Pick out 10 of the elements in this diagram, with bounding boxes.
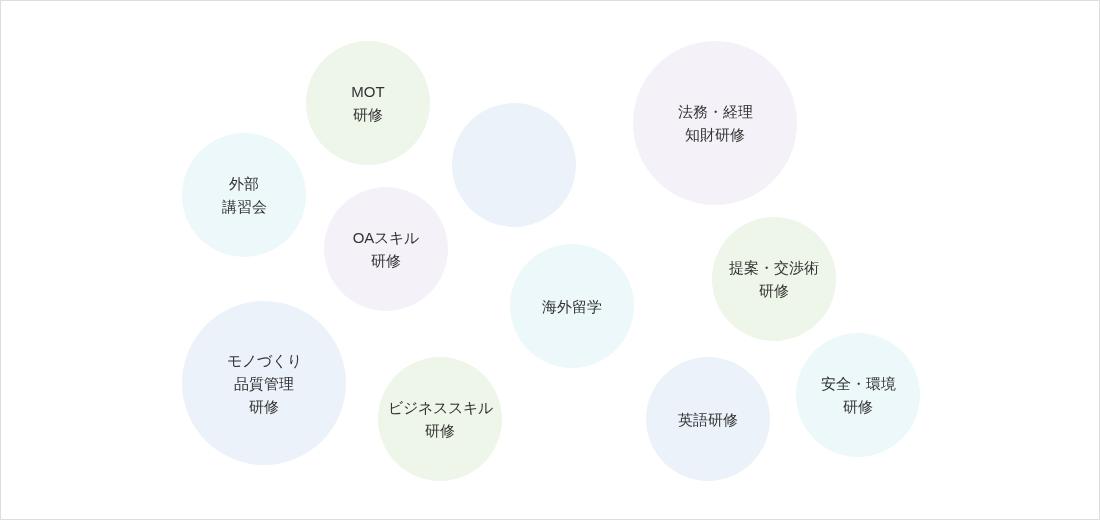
course-name: 安全・環境研修 (820, 374, 896, 417)
course-name: 法務・経理知財研修 (677, 102, 753, 145)
course-name: 海外留学 (542, 296, 602, 317)
course-name: OAスキル研修 (352, 228, 420, 271)
course-name: モノづくり品質管理研修 (226, 350, 302, 417)
course-name: 英語研修 (678, 409, 738, 430)
course-name: MOT研修 (351, 82, 385, 125)
course-name: 提案・交渉術研修 (729, 258, 819, 301)
course-name: ビジネススキル研修 (387, 398, 493, 441)
course-name: 外部講習会 (221, 174, 267, 217)
